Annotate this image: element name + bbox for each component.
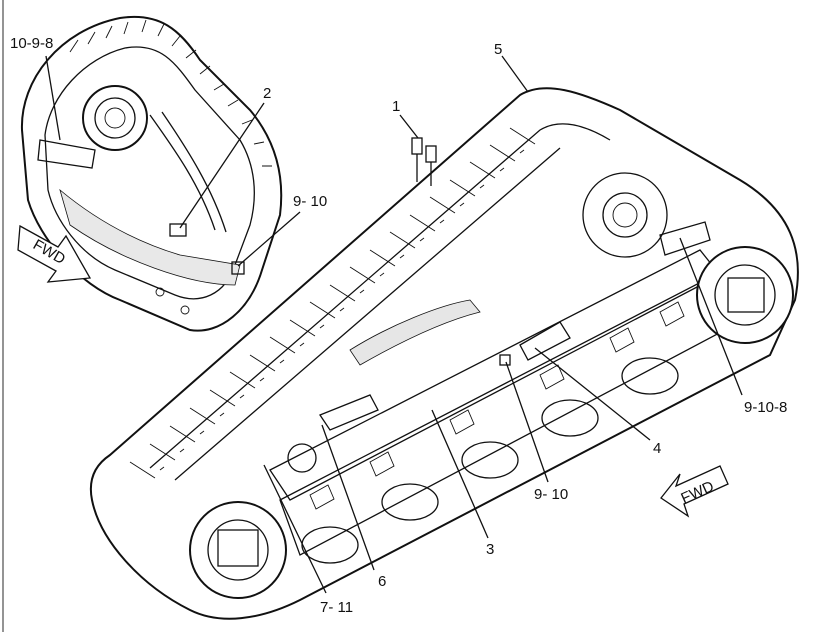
callout-1: 1 [392, 98, 400, 115]
inset-fwd-arrow: FWD [17, 224, 92, 283]
main-fwd-arrow: FWD [660, 465, 729, 518]
callout-10-9-8: 10-9-8 [10, 35, 53, 52]
callout-9-10: 9- 10 [534, 486, 568, 503]
callout-3: 3 [486, 541, 494, 558]
inset-view [20, 15, 283, 332]
callout-7-11: 7- 11 [320, 599, 353, 616]
callout-5: 5 [494, 41, 502, 58]
leader-lines [45, 55, 743, 594]
callout-9-10-inset: 9- 10 [293, 193, 327, 210]
main-track-assembly [90, 87, 799, 620]
callout-9-10-8: 9-10-8 [744, 399, 787, 416]
callout-4: 4 [653, 440, 661, 457]
callout-2: 2 [263, 85, 271, 102]
callout-6: 6 [378, 573, 386, 590]
